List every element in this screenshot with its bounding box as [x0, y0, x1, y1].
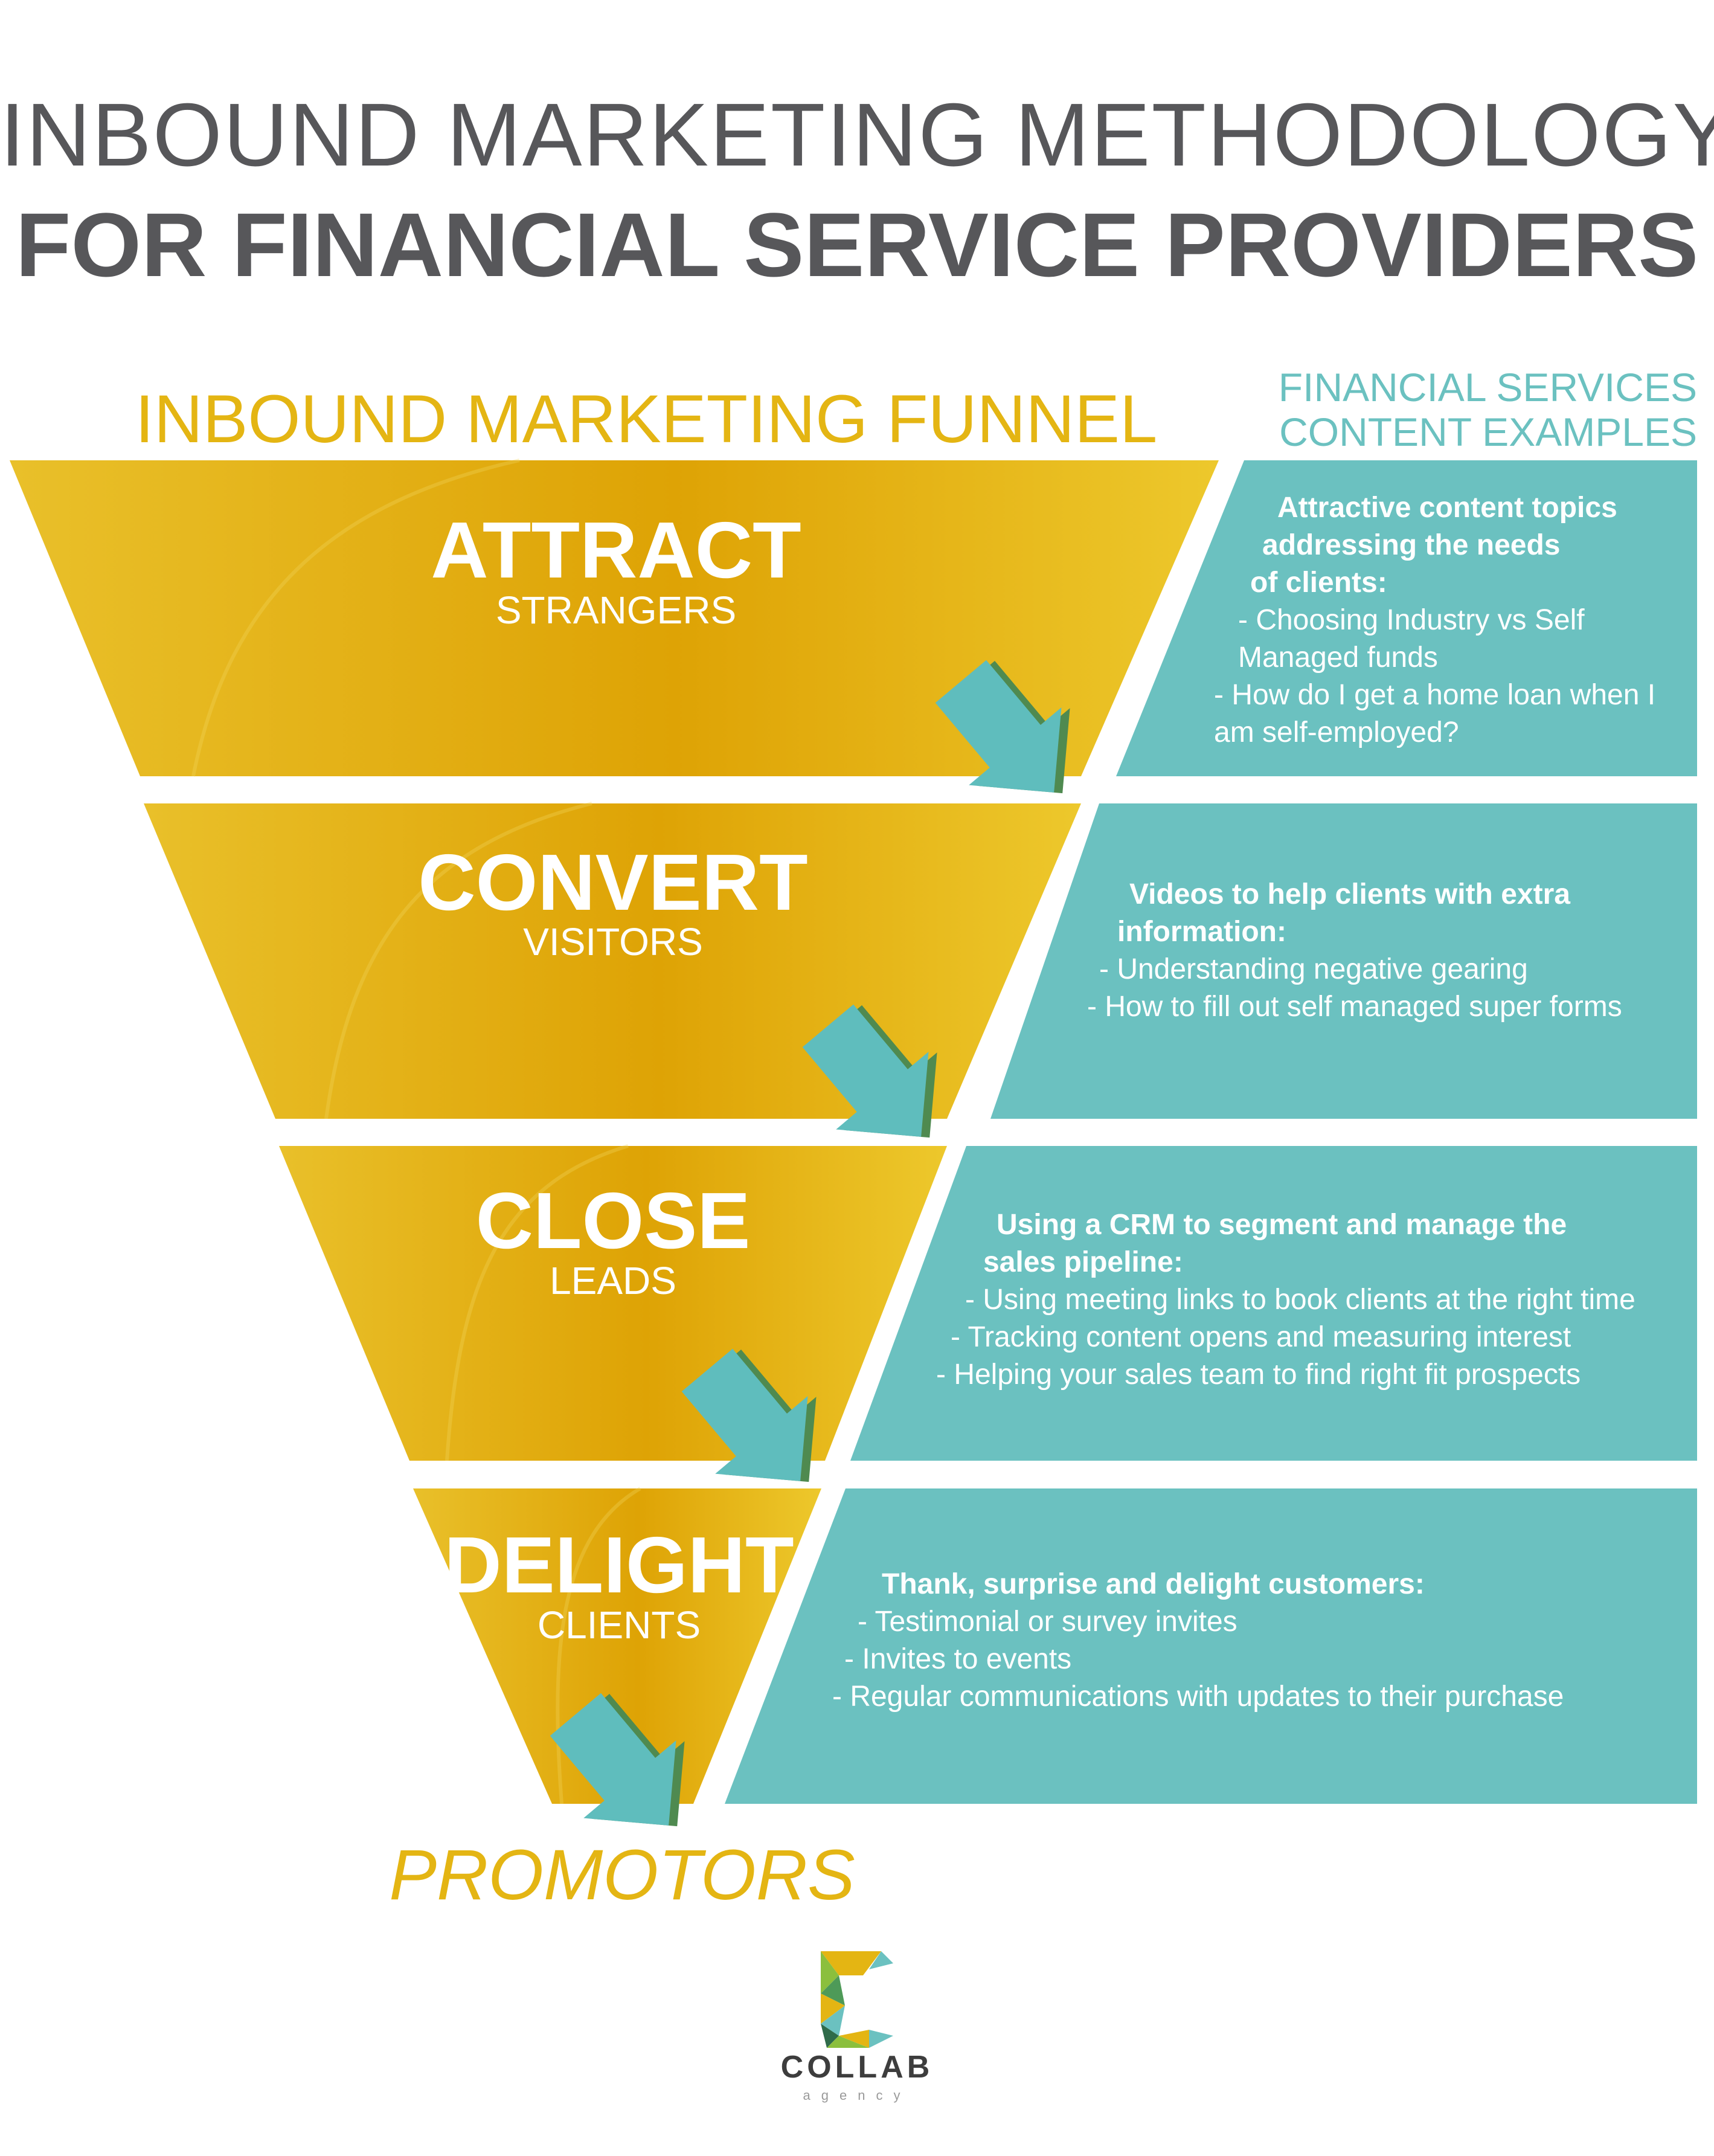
content-item: - Understanding negative gearing: [1099, 953, 1528, 985]
down-arrow-icon: [802, 1004, 937, 1138]
down-arrow-icon: [550, 1693, 685, 1827]
content-lead-line: information:: [1117, 916, 1286, 948]
stage-subtitle-close: LEADS: [550, 1259, 676, 1302]
content-item: - Choosing Industry vs Self: [1238, 604, 1585, 636]
segment-highlight: [191, 459, 520, 777]
content-lead-line: of clients:: [1250, 567, 1387, 599]
content-item: - Invites to events: [844, 1643, 1072, 1675]
content-examples-attract: Attractive content topics addressing the…: [1214, 489, 1655, 751]
funnel-heading: INBOUND MARKETING FUNNEL: [135, 381, 1158, 457]
content-lead-line: Using a CRM to segment and manage the: [997, 1209, 1567, 1241]
content-item: - Helping your sales team to find right …: [936, 1359, 1581, 1391]
stage-title-delight: DELIGHT: [444, 1520, 794, 1609]
funnel-outcome: PROMOTORS: [389, 1835, 855, 1915]
funnel-segment-close: [279, 1146, 947, 1461]
content-examples-convert: Videos to help clients with extra inform…: [1075, 876, 1622, 1026]
content-panel-convert: [990, 803, 1697, 1119]
polygon-c-logo-icon: [821, 1951, 893, 2048]
funnel-segment-delight: [413, 1488, 821, 1804]
content-examples-heading-line: FINANCIAL SERVICES: [1278, 365, 1697, 410]
down-arrow-icon: [935, 660, 1070, 794]
stage-title-attract: ATTRACT: [431, 506, 801, 594]
segment-highlight: [445, 1144, 629, 1461]
funnel-segment-attract: [10, 460, 1219, 776]
stage-title-convert: CONVERT: [418, 838, 808, 927]
content-item: - How do I get a home loan when I: [1214, 679, 1656, 711]
stage-subtitle-delight: CLIENTS: [537, 1603, 701, 1647]
down-arrow-icon: [681, 1348, 817, 1482]
page-title: INBOUND MARKETING METHODOLOGY: [0, 85, 1714, 185]
page-subtitle: FOR FINANCIAL SERVICE PROVIDERS: [15, 194, 1699, 295]
content-item: - Tracking content opens and measuring i…: [951, 1321, 1571, 1353]
content-item: - Regular communications with updates to…: [832, 1681, 1564, 1713]
content-item: am self-employed?: [1214, 716, 1459, 748]
content-item: Managed funds: [1238, 642, 1438, 674]
stage-subtitle-convert: VISITORS: [523, 920, 703, 964]
logo-tagline: agency: [803, 2088, 911, 2103]
content-panel-attract: [1116, 460, 1697, 776]
content-panel-close: [850, 1146, 1697, 1461]
content-panel-delight: [725, 1488, 1697, 1804]
stage-subtitle-attract: STRANGERS: [495, 588, 737, 632]
content-lead-line: sales pipeline:: [983, 1246, 1183, 1278]
content-examples-delight: Thank, surprise and delight customers: -…: [827, 1566, 1564, 1716]
content-examples-close: Using a CRM to segment and manage the sa…: [930, 1206, 1635, 1394]
stage-title-close: CLOSE: [475, 1176, 751, 1265]
content-item: - How to fill out self managed super for…: [1087, 991, 1622, 1023]
logo-name: COLLAB: [780, 2050, 934, 2085]
content-lead-line: Thank, surprise and delight customers:: [882, 1568, 1425, 1600]
content-examples-heading-line: CONTENT EXAMPLES: [1279, 409, 1697, 454]
content-item: - Testimonial or survey invites: [858, 1606, 1237, 1638]
content-lead-line: Videos to help clients with extra: [1129, 878, 1570, 910]
content-item: - Using meeting links to book clients at…: [965, 1284, 1635, 1316]
segment-highlight: [324, 802, 592, 1119]
content-examples-heading: FINANCIAL SERVICES CONTENT EXAMPLES: [1226, 365, 1697, 455]
content-lead-line: addressing the needs: [1262, 529, 1561, 561]
content-lead-line: Attractive content topics: [1277, 492, 1617, 524]
